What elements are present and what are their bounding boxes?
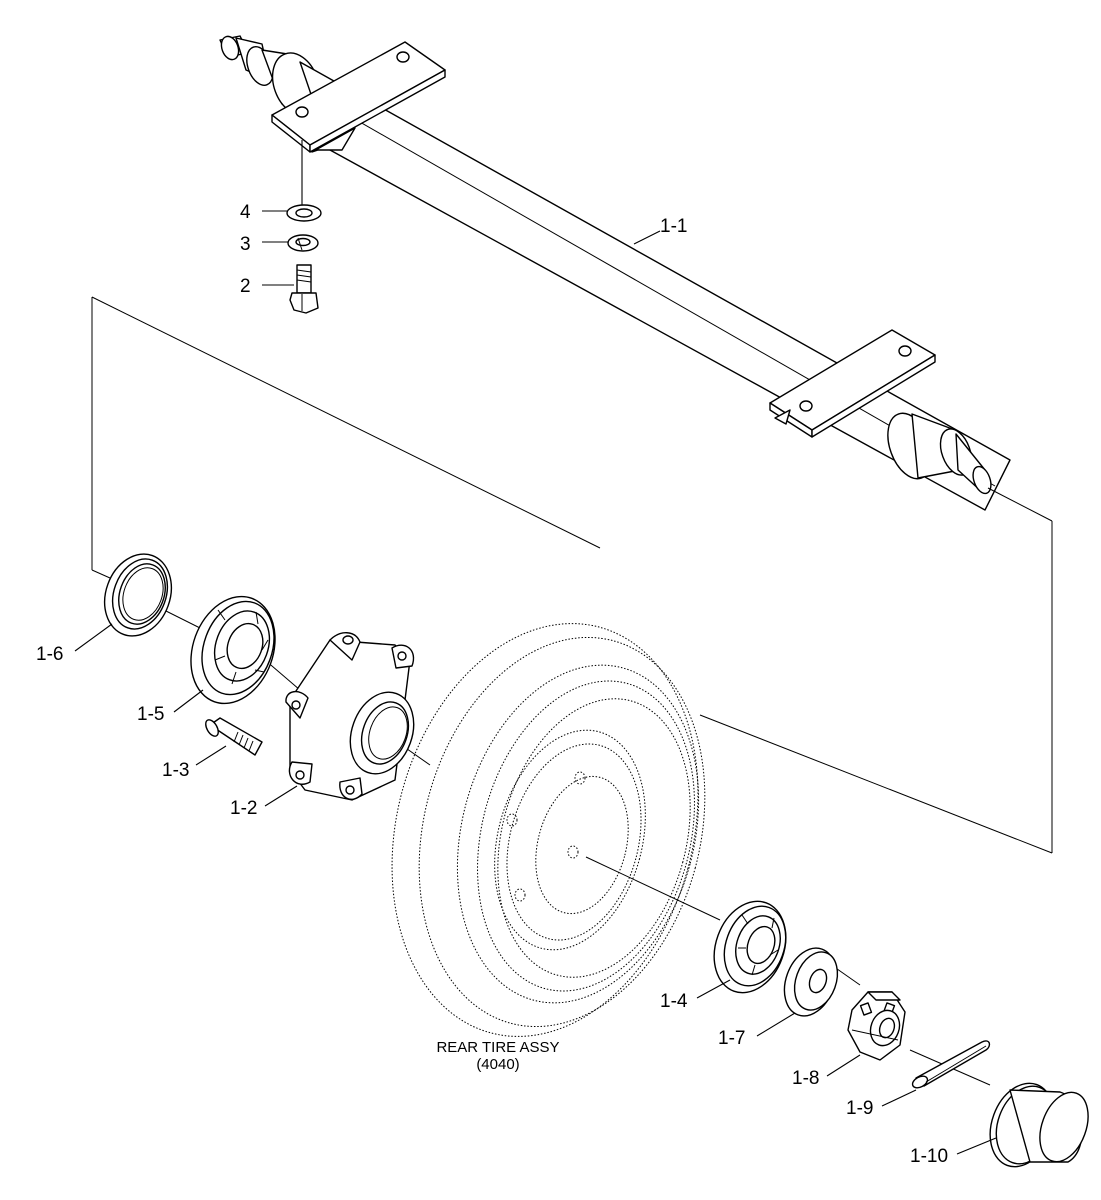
callout-1-2: 1-2 <box>230 798 257 819</box>
callout-labels: 1-1 4 3 2 1-6 1-5 1-3 1-2 1-4 1-7 1-8 1-… <box>36 202 948 1167</box>
tire-caption-title: REAR TIRE ASSY <box>436 1039 559 1056</box>
callout-3: 3 <box>240 234 251 255</box>
tire-caption: REAR TIRE ASSY (4040) <box>436 1039 559 1073</box>
bolt-part <box>289 264 319 314</box>
callout-1-7: 1-7 <box>718 1028 745 1049</box>
callout-2: 2 <box>240 276 251 297</box>
tire-caption-ref: (4040) <box>476 1056 519 1073</box>
wheel-hub-part <box>285 632 415 801</box>
hub-cap-part <box>989 1082 1089 1168</box>
callout-1-10: 1-10 <box>910 1146 948 1167</box>
oil-seal-part <box>103 553 173 637</box>
axle-beam-part <box>219 35 1011 511</box>
callout-1-3: 1-3 <box>162 760 189 781</box>
lock-washer-part <box>287 234 319 252</box>
callout-4: 4 <box>240 202 251 223</box>
flat-washer-part <box>286 204 322 222</box>
leader-lines <box>74 210 997 1155</box>
callout-1-9: 1-9 <box>846 1098 873 1119</box>
callout-1-4: 1-4 <box>660 991 688 1012</box>
castle-nut-part <box>847 991 906 1061</box>
outer-bearing-part <box>713 900 787 994</box>
cotter-pin-part <box>911 1040 991 1089</box>
inner-bearing-part <box>190 595 276 705</box>
rear-tire-assembly <box>391 623 706 1037</box>
callout-1-5: 1-5 <box>137 704 164 725</box>
callout-1-1: 1-1 <box>660 216 687 237</box>
callout-1-8: 1-8 <box>792 1068 819 1089</box>
callout-1-6: 1-6 <box>36 644 63 665</box>
hub-bolt-part <box>205 717 263 756</box>
thrust-washer-part <box>783 947 839 1017</box>
